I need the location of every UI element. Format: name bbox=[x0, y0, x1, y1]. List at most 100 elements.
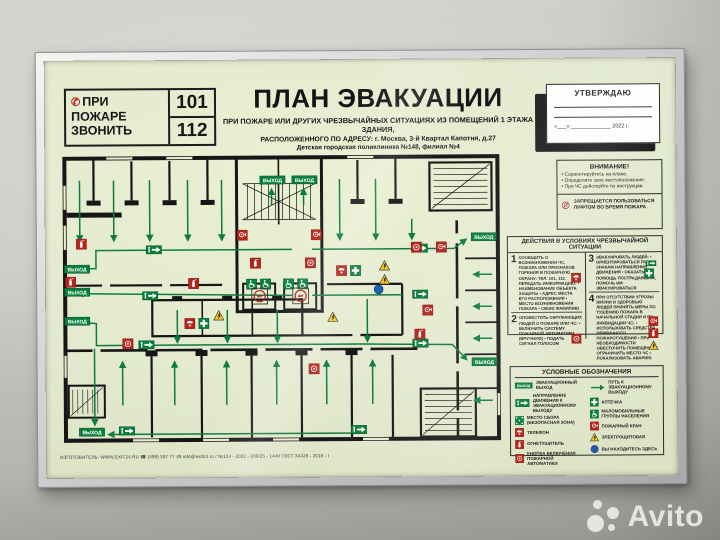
emergency-number-101: 101 bbox=[169, 89, 215, 119]
exit-marker bbox=[64, 287, 91, 297]
dir-marker bbox=[145, 245, 162, 255]
button-marker bbox=[308, 363, 320, 375]
button-marker bbox=[122, 338, 134, 350]
legend-label: НАПРАВЛЕНИЕ ДВИЖЕНИЯ К ЭВАКУАЦИОННОМУ ВЫ… bbox=[532, 392, 577, 413]
button-marker bbox=[304, 257, 317, 269]
first-aid-icon bbox=[644, 268, 654, 278]
legend-label: КНОПКА ВКЛЮЧЕНИЯ ПОЖАРНОЙ АВТОМАТИКИ bbox=[527, 450, 576, 467]
aid-marker bbox=[349, 265, 362, 277]
action-text: СООБЩИТЬ О ВОЗНИКНОВЕНИИ ЧС, ПОЖАРА ИЛИ … bbox=[518, 254, 580, 312]
ext-marker bbox=[65, 276, 77, 288]
lift-warning-text: ЗАПРЕЩАЕТСЯ ПОЛЬЗОВАТЬСЯ ЛИФТОМ ВО ВРЕМЯ… bbox=[573, 198, 655, 211]
dir-marker bbox=[412, 289, 429, 299]
legend-label: ПОЖАРНЫЙ КРАН bbox=[601, 423, 642, 429]
emergency-call-label: ✆ПРИ ПОЖАРЕ ЗВОНИТЬ bbox=[65, 90, 171, 145]
phone-icon: ✆ bbox=[70, 96, 81, 109]
ext-marker bbox=[75, 238, 87, 250]
legend-row: ОГНЕТУШИТЕЛЬ bbox=[515, 439, 585, 448]
legend-row: МАЛОМОБИЛЬНЫЕ ГРУППЫ НАСЕЛЕНИЯ bbox=[589, 408, 659, 419]
exit-marker bbox=[471, 357, 498, 367]
fire-hose-icon bbox=[589, 421, 598, 430]
ext-marker bbox=[249, 257, 262, 269]
no-lift-icon bbox=[562, 198, 570, 213]
exit-marker bbox=[470, 232, 497, 242]
telephone-icon bbox=[515, 428, 524, 437]
legend-label: ОГНЕТУШИТЕЛЬ bbox=[527, 441, 564, 447]
fire-alarm-button-icon bbox=[515, 454, 524, 463]
fire-alarm-button-icon bbox=[571, 334, 581, 344]
action-number: 3 bbox=[588, 253, 595, 265]
action-number: 1 bbox=[510, 254, 517, 266]
legend-row: ТЕЛЕФОН bbox=[515, 428, 585, 437]
action-item-3: 3 ЭВАКУИРОВАТЬ ЛЮДЕЙ: • ОРИЕНТИРОВАТЬСЯ … bbox=[588, 253, 660, 293]
approval-signature-line bbox=[554, 107, 653, 118]
exit-marker bbox=[63, 264, 91, 274]
exit-sign-icon bbox=[515, 382, 533, 389]
crane-marker bbox=[422, 304, 434, 316]
action-item-2: 2 ОПОВЕСТИТЬ ОКРУЖАЮЩИХ ЛЮДЕЙ О ПОЖАРЕ И… bbox=[511, 314, 582, 347]
evacuation-plan-svg: ВЫХОД bbox=[61, 153, 502, 444]
crane-marker bbox=[435, 241, 447, 253]
legend-title: УСЛОВНЫЕ ОБОЗНАЧЕНИЯ bbox=[514, 368, 659, 379]
tri-marker bbox=[213, 310, 225, 321]
action-item-1: 1 СООБЩИТЬ О ВОЗНИКНОВЕНИИ ЧС, ПОЖАРА ИЛ… bbox=[510, 254, 582, 314]
legend-label: МЕСТО СБОРА (БЕЗОПАСНАЯ ЗОНА) bbox=[526, 415, 575, 426]
dir-marker bbox=[138, 340, 155, 350]
lift-marker bbox=[251, 287, 269, 305]
dot-marker bbox=[373, 284, 384, 295]
action-number: 4 bbox=[588, 293, 595, 305]
call-line2: ПОЖАРЕ bbox=[71, 109, 127, 124]
emergency-call-box: ✆ПРИ ПОЖАРЕ ЗВОНИТЬ 101 112 bbox=[63, 87, 217, 147]
ext-marker bbox=[414, 328, 426, 340]
divider bbox=[557, 193, 662, 196]
action-item-4: 4 ПРИ ОТСУТСТВИИ УГРОЗЫ ЖИЗНИ И ЗДОРОВЬЮ… bbox=[588, 293, 660, 362]
legend-label: ВЫ НАХОДИТЕСЬ ЗДЕСЬ bbox=[601, 445, 658, 452]
legend-row: ЭВАКУАЦИОННЫЙ ВЫХОД bbox=[515, 380, 585, 391]
aid-marker bbox=[198, 317, 210, 329]
evacuation-routes bbox=[76, 178, 493, 439]
dir-marker bbox=[350, 424, 368, 435]
approval-box: УТВЕРЖДАЮ «___» _____________ 2022 г. bbox=[545, 83, 661, 144]
approval-date-line: «___» _____________ 2022 г. bbox=[554, 123, 629, 130]
assembly-point-icon bbox=[515, 416, 524, 425]
legend-row: ПУТЬ К ЭВАКУАЦИОННОМУ ВЫХОДУ bbox=[589, 379, 659, 395]
legend-row: ЭЛЕКТРОЩИТОВАЯ bbox=[590, 432, 660, 441]
tri-marker bbox=[379, 274, 391, 285]
plan-subtitle-1: ПРИ ПОЖАРЕ ИЛИ ДРУГИХ ЧРЕЗВЫЧАЙНЫХ СИТУА… bbox=[222, 114, 534, 134]
tri-marker bbox=[378, 260, 391, 271]
emergency-number-112: 112 bbox=[176, 119, 208, 142]
direction-sign-icon bbox=[515, 399, 530, 407]
exit-marker bbox=[291, 175, 318, 185]
legend-label: ЭВАКУАЦИОННЫЙ ВЫХОД bbox=[535, 379, 577, 390]
manufacturer-line: ИЗГОТОВИТЕЛЬ: WWW.EXIT24.RU ☎ (499) 397 … bbox=[60, 453, 330, 460]
first-aid-icon bbox=[589, 397, 598, 406]
fire-extinguisher-icon bbox=[515, 440, 524, 449]
emergency-numbers: 101 112 bbox=[169, 89, 215, 144]
attention-box: ВНИМАНИЕ! • Сориентируйтесь на плане. • … bbox=[556, 159, 663, 230]
legend-row: ВЫ НАХОДИТЕСЬ ЗДЕСЬ bbox=[590, 444, 660, 453]
fire-hose-icon bbox=[648, 316, 658, 326]
lift-marker bbox=[292, 287, 310, 305]
title-block: ПЛАН ЭВАКУАЦИИ ПРИ ПОЖАРЕ ИЛИ ДРУГИХ ЧРЕ… bbox=[212, 82, 544, 152]
plan-subtitle-2: РАСПОЛОЖЕННОГО ПО АДРЕСУ: г. Москва, 3-й… bbox=[260, 134, 496, 144]
plan-face: ✆ПРИ ПОЖАРЕ ЗВОНИТЬ 101 112 ПЛАН ЭВАКУАЦ… bbox=[43, 57, 679, 479]
evacuation-path-arrow-icon bbox=[589, 383, 605, 391]
electrical-hazard-icon bbox=[648, 340, 658, 350]
evacuation-plan-board: ✆ПРИ ПОЖАРЕ ЗВОНИТЬ 101 112 ПЛАН ЭВАКУАЦ… bbox=[34, 48, 688, 488]
legend-label: ТЕЛЕФОН bbox=[526, 429, 549, 435]
legend-row: АПТЕЧКА bbox=[589, 397, 659, 406]
call-line1: ПРИ bbox=[82, 94, 109, 109]
legend-label: ПУТЬ К ЭВАКУАЦИОННОМУ ВЫХОДУ bbox=[608, 379, 652, 395]
ext-marker bbox=[188, 277, 200, 290]
actions-title: ДЕЙСТВИЯ В УСЛОВИЯХ ЧРЕЗВЫЧАЙНОЙ СИТУАЦИ… bbox=[507, 236, 662, 254]
plan-title: ПЛАН ЭВАКУАЦИИ bbox=[253, 82, 503, 114]
phone-marker bbox=[335, 265, 348, 277]
legend-label: ЭЛЕКТРОЩИТОВАЯ bbox=[601, 434, 646, 440]
dir-marker bbox=[142, 291, 159, 301]
crane-marker bbox=[236, 229, 248, 241]
wheelchair-icon bbox=[589, 409, 598, 418]
legend-row: НАПРАВЛЕНИЕ ДВИЖЕНИЯ К ЭВАКУАЦИОННОМУ ВЫ… bbox=[515, 392, 585, 413]
approval-signature-line bbox=[553, 97, 653, 108]
actions-panel: ДЕЙСТВИЯ В УСЛОВИЯХ ЧРЕЗВЫЧАЙНОЙ СИТУАЦИ… bbox=[506, 235, 664, 361]
